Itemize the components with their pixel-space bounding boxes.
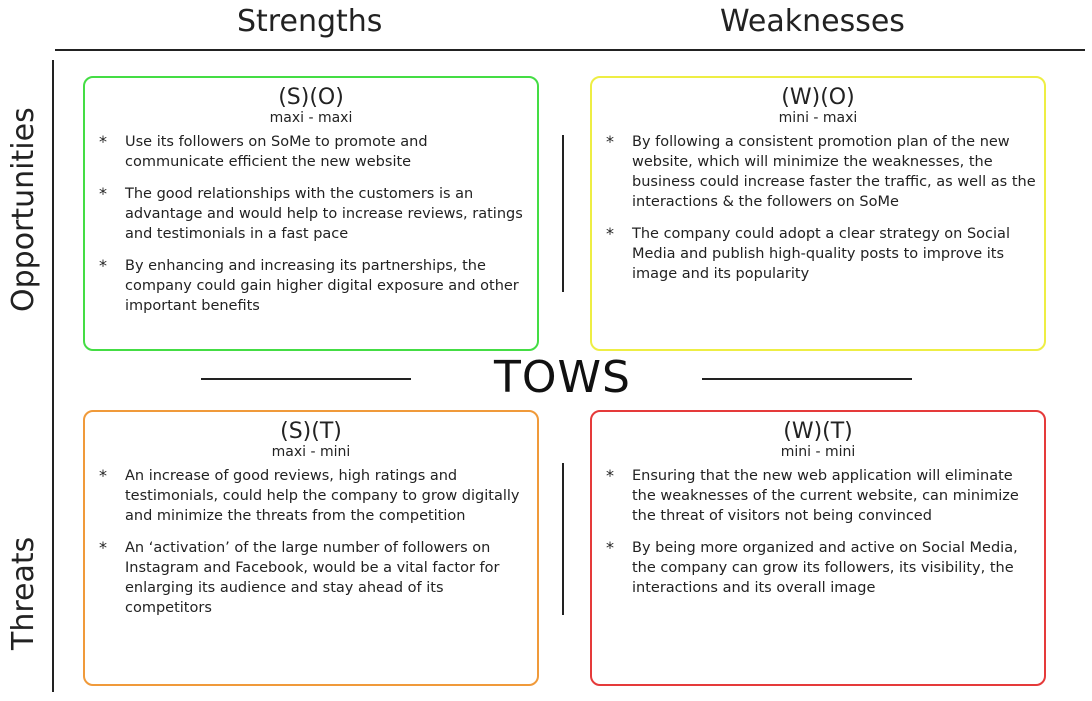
asterisk-icon: * [99,132,107,151]
top-center-divider [562,135,564,292]
strengths-header: Strengths [237,4,383,39]
asterisk-icon: * [99,538,107,557]
quadrant-so: (S)(O) maxi - maxi * Use its followers on… [83,76,539,351]
quadrant-st: (S)(T) maxi - mini * An increase of good … [83,410,539,686]
opportunities-header: Opportunities [6,107,41,312]
top-axis-line [55,49,1085,51]
list-item: * The company could adopt a clear strateg… [606,224,1036,284]
item-text: An ‘activation’ of the large number of f… [125,540,500,616]
quadrant-wt: (W)(T) mini - mini * Ensuring that the ne… [590,410,1046,686]
list-item: * Use its followers on SoMe to promote an… [99,132,529,172]
item-text: By being more organized and active on So… [632,540,1018,596]
list-item: * Ensuring that the new web application w… [606,466,1036,526]
threats-header: Threats [6,536,41,650]
item-text: An increase of good reviews, high rating… [125,468,520,524]
item-text: Use its followers on SoMe to promote and… [125,134,428,170]
asterisk-icon: * [606,224,614,243]
right-center-divider [702,378,912,380]
quadrant-title: (W)(O) [781,85,855,110]
quadrant-subtitle: maxi - mini [271,444,351,460]
asterisk-icon: * [606,466,614,485]
strategy-list: * Ensuring that the new web application w… [592,466,1044,598]
quadrant-subtitle: mini - maxi [778,110,858,126]
strategy-list: * Use its followers on SoMe to promote an… [85,132,537,316]
strategy-list: * An increase of good reviews, high ratin… [85,466,537,618]
bottom-center-divider [562,463,564,615]
item-text: The company could adopt a clear strategy… [632,226,1010,282]
item-text: By following a consistent promotion plan… [632,134,1036,210]
quadrant-title: (W)(T) [783,419,853,444]
list-item: * An increase of good reviews, high ratin… [99,466,529,526]
left-center-divider [201,378,411,380]
quadrant-title: (S)(O) [278,85,344,110]
quadrant-subtitle: mini - mini [780,444,856,460]
strategy-list: * By following a consistent promotion pla… [592,132,1044,284]
list-item: * By being more organized and active on S… [606,538,1036,598]
asterisk-icon: * [99,184,107,203]
asterisk-icon: * [99,256,107,275]
asterisk-icon: * [606,538,614,557]
quadrant-subtitle: maxi - maxi [269,110,353,126]
list-item: * By enhancing and increasing its partner… [99,256,529,316]
quadrant-wo: (W)(O) mini - maxi * By following a consi… [590,76,1046,351]
tows-label: TOWS [494,352,631,403]
quadrant-title: (S)(T) [280,419,342,444]
left-axis-line [52,60,54,692]
asterisk-icon: * [606,132,614,151]
list-item: * By following a consistent promotion pla… [606,132,1036,212]
asterisk-icon: * [99,466,107,485]
list-item: * The good relationships with the custome… [99,184,529,244]
item-text: The good relationships with the customer… [125,186,523,242]
list-item: * An ‘activation’ of the large number of … [99,538,529,618]
item-text: By enhancing and increasing its partners… [125,258,519,314]
item-text: Ensuring that the new web application wi… [632,468,1019,524]
weaknesses-header: Weaknesses [720,4,905,39]
